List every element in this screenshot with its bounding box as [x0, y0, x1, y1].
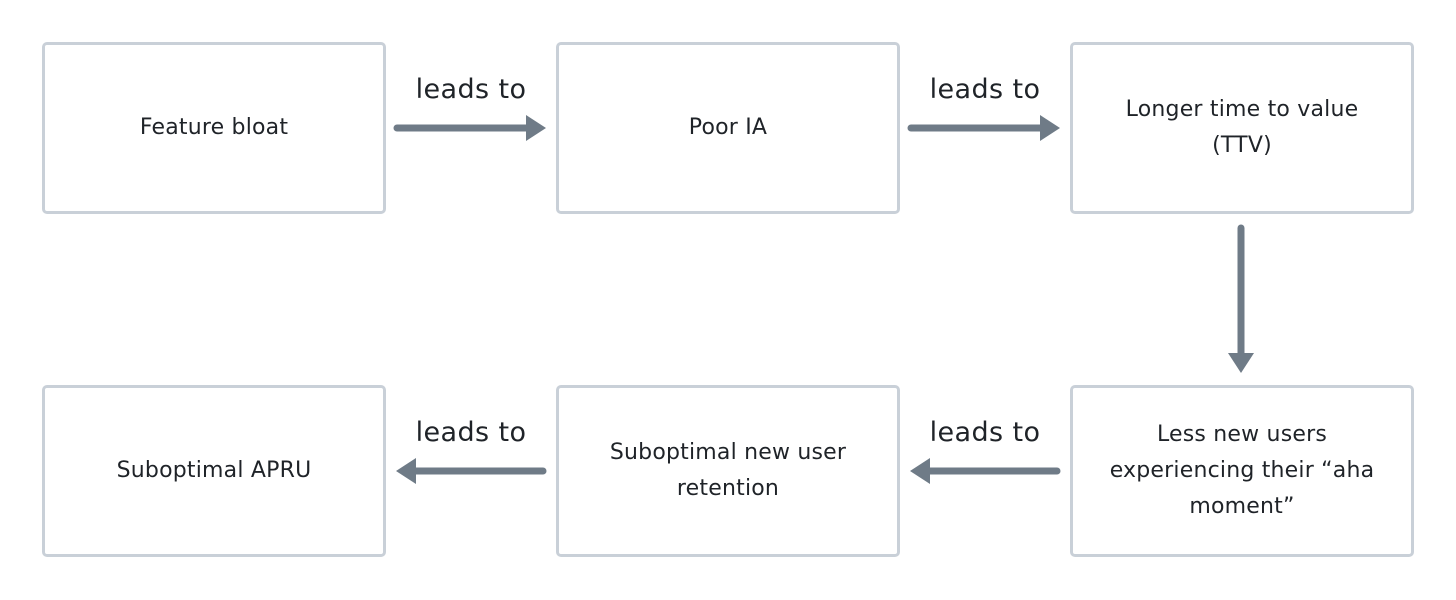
node-poor-ia: Poor IA	[556, 42, 900, 214]
arrow-poor-ia-to-longer-ttv	[907, 115, 1060, 141]
arrow-suboptimal-retention-to-suboptimal-apru	[396, 458, 547, 484]
node-label: Less new users experiencing their “aha m…	[1109, 422, 1375, 519]
arrow-feature-bloat-to-poor-ia	[393, 115, 546, 141]
arrow-less-aha-to-suboptimal-retention	[910, 458, 1061, 484]
node-suboptimal-apru: Suboptimal APRU	[42, 385, 386, 557]
node-suboptimal-retention: Suboptimal new user retention	[556, 385, 900, 557]
node-longer-ttv: Longer time to value (TTV)	[1070, 42, 1414, 214]
arrow-longer-ttv-to-less-aha	[1228, 224, 1254, 373]
node-feature-bloat: Feature bloat	[42, 42, 386, 214]
edge-label: leads to	[929, 74, 1041, 105]
edge-label: leads to	[415, 417, 527, 448]
edge-label: leads to	[415, 74, 527, 105]
node-less-aha: Less new users experiencing their “aha m…	[1070, 385, 1414, 557]
node-label: Longer time to value (TTV)	[1125, 97, 1359, 158]
node-label: Feature bloat	[139, 115, 289, 140]
node-label: Suboptimal APRU	[116, 458, 312, 483]
node-label: Poor IA	[688, 115, 768, 140]
node-label: Suboptimal new user retention	[609, 440, 847, 501]
edge-label: leads to	[929, 417, 1041, 448]
